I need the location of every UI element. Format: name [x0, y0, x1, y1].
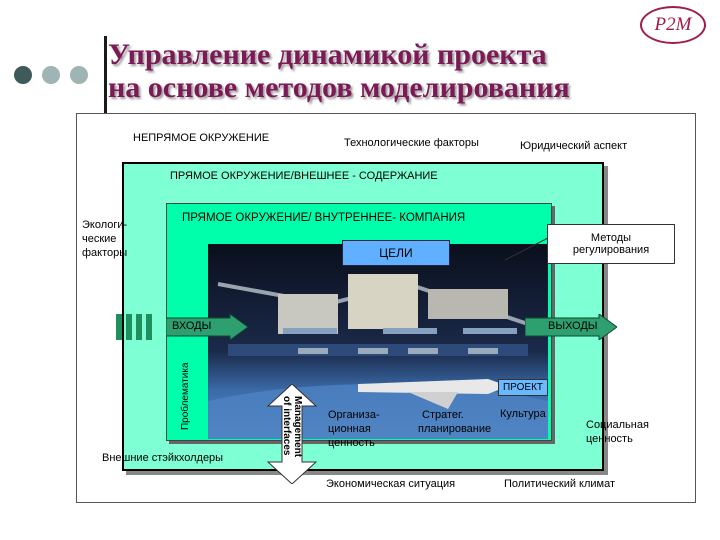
indirect-env-label: НЕПРЯМОЕ ОКРУЖЕНИЕ [133, 132, 270, 144]
input-stripe-3 [136, 314, 142, 340]
strategic-line-1: Стратег. [422, 409, 464, 421]
bullet-dot-3 [70, 66, 88, 84]
interfaces-label: Management of interfaces [275, 396, 305, 478]
interfaces-arrow [266, 384, 318, 484]
social-line-1: Социальная [586, 419, 649, 431]
ecological-line-1: Экологи- [82, 219, 128, 231]
project-box: ПРОЕКТ [498, 379, 548, 396]
bullet-dot-1 [14, 66, 32, 84]
goals-box: ЦЕЛИ [342, 240, 450, 266]
interfaces-line-1: Management [292, 396, 303, 458]
bullet-dot-2 [42, 66, 60, 84]
input-stripe-2 [126, 314, 132, 340]
org-value-line-2: ционная [328, 423, 371, 435]
social-line-2: ценность [586, 433, 633, 445]
org-value-line-3: ценность [328, 437, 375, 449]
outputs-arrow [525, 314, 617, 340]
ecological-factors-label: Экологи- ческие факторы [82, 218, 127, 260]
org-value-line-1: Организа- [328, 409, 380, 421]
callout-pointer [504, 237, 549, 261]
political-climate-label: Политический климат [504, 478, 616, 490]
input-stripe-4 [146, 314, 152, 340]
regulation-methods-callout: Методы регулирования [547, 224, 675, 264]
social-value-label: Социальная ценность [586, 418, 649, 446]
interfaces-line-2: of interfaces [281, 396, 292, 456]
regulation-line-1: Методы [590, 232, 632, 244]
p2m-logo: P2M [640, 6, 706, 44]
inputs-arrow [166, 314, 248, 340]
title-line-1: Управление динамикой проекта [108, 38, 547, 71]
stakeholders-label: Внешние стэйкхолдеры [102, 452, 224, 464]
regulation-line-2: регулирования [572, 244, 650, 256]
direct-env-external-label: ПРЯМОЕ ОКРУЖЕНИЕ/ВНЕШНЕЕ - СОДЕРЖАНИЕ [170, 170, 438, 182]
space-station-image [208, 244, 548, 439]
title-line-2: на основе методов моделирования [108, 71, 570, 104]
problematics-label: Проблематика [180, 362, 191, 430]
legal-aspect-label: Юридический аспект [520, 140, 628, 152]
tech-factors-label: Технологические факторы [344, 137, 479, 149]
economy-label: Экономическая ситуация [326, 478, 456, 490]
culture-label: Культура [500, 408, 546, 420]
ecological-line-3: факторы [82, 247, 128, 259]
page-title: Управление динамикой проекта на основе м… [108, 38, 708, 104]
title-divider [104, 36, 107, 128]
input-stripe-1 [116, 314, 122, 340]
strategic-line-2: планирование [418, 423, 492, 435]
direct-env-internal-label: ПРЯМОЕ ОКРУЖЕНИЕ/ ВНУТРЕННЕЕ- КОМПАНИЯ [182, 212, 466, 224]
outputs-label: ВЫХОДЫ [548, 320, 598, 332]
ecological-line-2: ческие [82, 233, 117, 245]
inputs-label: ВХОДЫ [172, 320, 212, 332]
org-value-label: Организа- ционная ценность [328, 408, 380, 450]
strategic-planning-label: Стратег. планирование [418, 408, 491, 436]
